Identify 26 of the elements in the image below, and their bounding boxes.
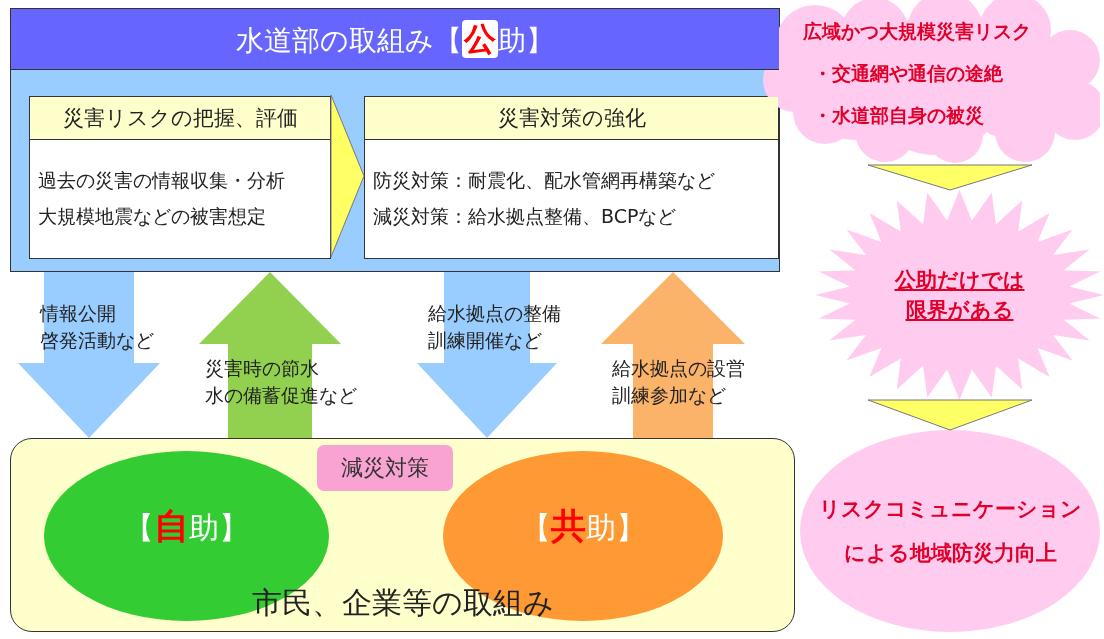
- edge-label: 給水拠点の整備訓練開催など: [428, 301, 562, 353]
- card: [364, 96, 779, 259]
- arrow: [18, 272, 160, 438]
- edge-label: 情報公開啓発活動など: [40, 301, 155, 353]
- arrow: [199, 272, 341, 438]
- card-text: 過去の災害の情報収集・分析: [38, 168, 285, 193]
- cloud-text: ・交通網や通信の途絶: [813, 61, 1003, 86]
- arrow: [417, 272, 557, 438]
- cloud-text: ・水道部自身の被災: [813, 103, 984, 128]
- arrow: [601, 272, 745, 438]
- panel: [10, 438, 795, 632]
- card-text: 大規模地震などの被害想定: [38, 204, 266, 229]
- panel-title: 水道部の取組み【公助】: [11, 9, 779, 70]
- arrow: [330, 94, 365, 258]
- oval: リスクコミュニケーションによる地域防災力向上: [800, 430, 1100, 632]
- card-text: 減災対策：給水拠点整備、BCPなど: [373, 204, 677, 229]
- card-heading: 災害リスクの把握、評価: [30, 97, 330, 140]
- burst-text: 公助だけでは限界がある: [893, 267, 1026, 324]
- arrow: [867, 399, 1033, 431]
- card: [29, 96, 331, 259]
- card-text: 防災対策：耐震化、配水管網再構築など: [373, 168, 715, 193]
- panel: [10, 8, 780, 272]
- cloud-text: 広域かつ大規模災害リスク: [803, 19, 1031, 44]
- card-heading: 災害対策の強化: [365, 97, 778, 140]
- tag: 減災対策: [317, 445, 453, 491]
- arrow: [867, 164, 1033, 191]
